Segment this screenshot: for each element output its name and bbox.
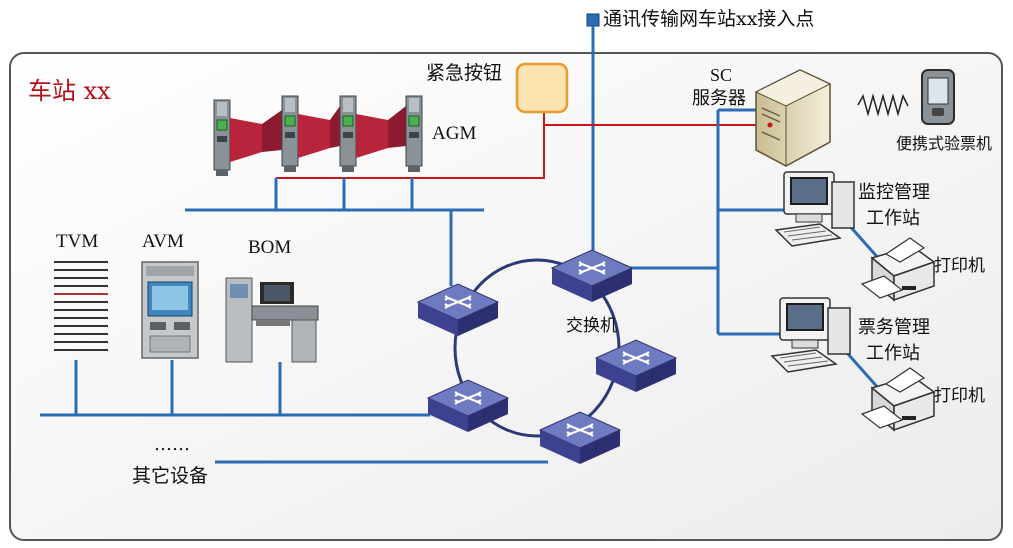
switch-label: 交换机 [566,316,617,336]
ticket-ws-label-line2: 工作站 [866,343,920,364]
bom-icon [225,277,319,363]
gate-flap [298,114,330,158]
agm-gates [213,95,423,177]
access-point-marker [586,13,600,27]
emergency-button-icon [515,62,569,114]
tvm-icon [54,261,108,351]
gate-flap [388,106,406,148]
other-devices-label: 其它设备 [132,465,209,487]
avm-label: AVM [142,231,184,252]
gate-flap [230,118,262,162]
monitor-ws-label-line2: 工作站 [866,208,920,229]
sc-server-label-line2: 服务器 [692,88,746,109]
gate-icon [281,95,299,173]
sc-server-label-line1: SC [709,65,733,85]
station-boundary [9,52,1003,541]
portable-checker-label: 便携式验票机 [896,134,993,153]
ticket-ws-label-line1: 票务管理 [858,317,930,338]
gate-flap [356,114,388,158]
emergency-button-label: 紧急按钮 [426,62,503,84]
bom-label: BOM [248,237,292,258]
gate-flap [262,110,282,152]
avm-icon [141,261,199,359]
gate-icon [213,99,231,177]
printer-label: 打印机 [934,256,985,276]
server-icon [754,69,832,167]
gate-icon [339,95,357,173]
gate-icon [405,95,423,173]
ellipsis-label: …… [154,434,190,455]
printer-label: 打印机 [934,386,985,406]
alarm-lines [276,112,758,179]
access-point-label: 通讯传输网车站xx接入点 [603,8,815,30]
agm-label: AGM [432,123,477,144]
network-lines [40,108,882,464]
monitor-ws-label-line1: 监控管理 [858,182,930,203]
station-title: 车站 xx [28,77,111,105]
tvm-label: TVM [56,231,99,252]
gate-flap [330,106,340,148]
portable-checker-icon [857,69,955,125]
